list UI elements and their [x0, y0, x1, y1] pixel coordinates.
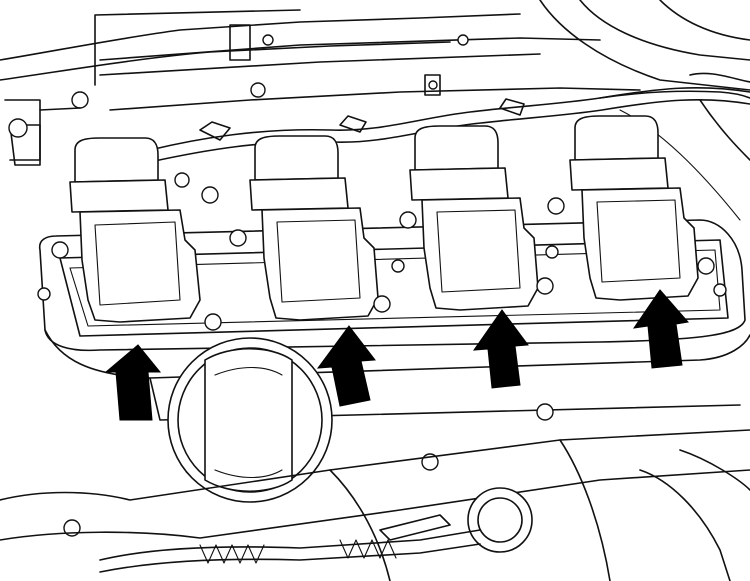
- lower-engine-parts: [0, 429, 750, 581]
- left-bracket: [4, 99, 81, 166]
- cover-studs: [37, 172, 727, 537]
- ignition-coil-4: [547, 115, 715, 301]
- arrow-markers: [104, 289, 689, 421]
- ignition-coil-1: [51, 137, 222, 331]
- oil-filler-cap: [167, 337, 333, 503]
- arrow-coil-1: [104, 344, 162, 421]
- ignition-coil-2: [229, 135, 391, 321]
- arrow-coil-4: [632, 289, 689, 369]
- throttle-cables: [99, 514, 481, 573]
- arrow-coil-3: [472, 309, 529, 389]
- arrow-coil-2: [316, 325, 376, 407]
- ignition-coil-3: [399, 125, 554, 311]
